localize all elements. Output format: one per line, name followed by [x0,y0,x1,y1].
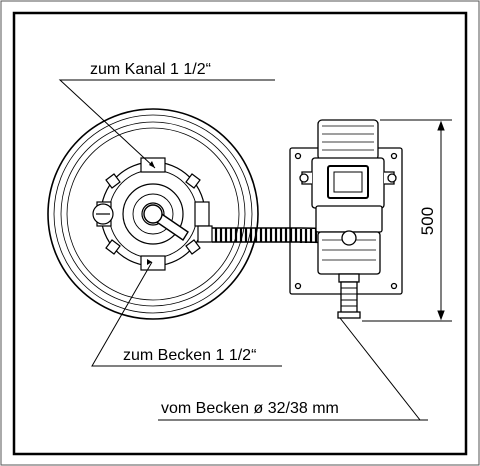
arrow-to-pool [147,259,152,265]
leader-lines [58,79,428,421]
arrow-to-channel [149,161,155,168]
dimension-line [362,119,452,322]
label-to-channel: zum Kanal 1 1/2“ [90,61,211,78]
multiport-valve [92,157,210,271]
pump-motor [299,119,397,319]
label-to-pool: zum Becken 1 1/2“ [123,347,256,364]
filter-tank [47,108,259,320]
label-from-pool: vom Becken ø 32/38 mm [161,400,339,417]
dimension-label: 500 [418,207,437,235]
